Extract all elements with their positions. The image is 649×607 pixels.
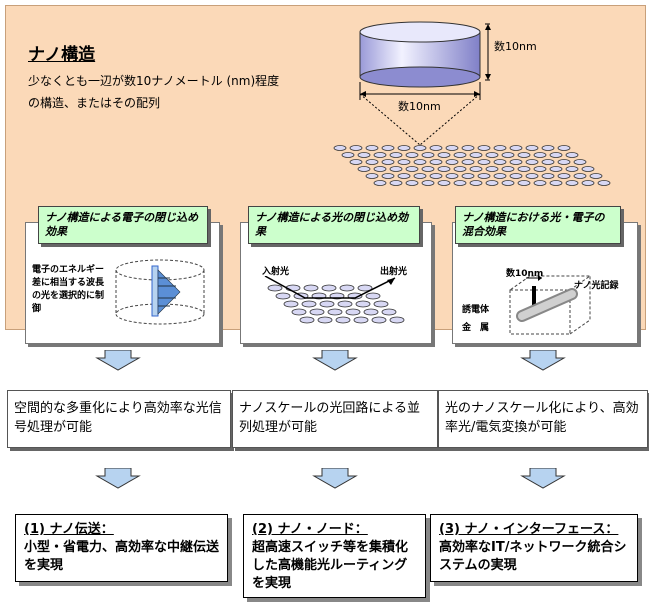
dielectric-label: 誘電体 — [462, 305, 490, 315]
final-description: 小型・省電力、高効率な中継伝送を実現 — [24, 540, 220, 573]
nano-structure-definition: 少なくとも一辺が数10ナノメートル (nm)程度の構造、またはその配列 — [28, 74, 280, 110]
final-heading: (3) ナノ・インターフェース： — [439, 522, 619, 537]
result-box-3: 光のナノスケール化により、高効率光/電気変換が可能 — [438, 390, 648, 448]
nano-optical-recording-label: ナノ光記録 — [574, 281, 619, 291]
section-heading-mixing: ナノ構造における光・電子の混合効果 — [455, 206, 621, 244]
down-arrow-icon — [95, 350, 141, 371]
incident-light-label: 入射光 — [262, 267, 290, 277]
final-box-nano-interface: (3) ナノ・インターフェース： 高効率なIT/ネットワーク統合システムの実現 — [430, 514, 638, 582]
light-confinement-array — [264, 276, 405, 324]
electron-confinement-illustration — [115, 259, 205, 325]
page-title: ナノ構造 — [28, 45, 96, 65]
final-description: 高効率なIT/ネットワーク統合システムの実現 — [439, 540, 627, 573]
final-box-nano-transmission: (1) ナノ伝送： 小型・省電力、高効率な中継伝送を実現 — [15, 514, 228, 582]
size-dimension-label: 数10nm — [506, 269, 544, 279]
nano-optical-recording-illustration — [508, 275, 592, 335]
final-heading: (1) ナノ伝送： — [24, 522, 114, 537]
section-heading-electron: ナノ構造による電子の閉じ込め効果 — [38, 206, 208, 244]
outgoing-light-label: 出射光 — [380, 267, 408, 277]
final-box-nano-node: (2) ナノ・ノード： 超高速スイッチ等を集積化した高機能光ルーティングを実現 — [243, 514, 426, 598]
nano-cylinder-illustration — [333, 21, 611, 186]
result-box-2: ナノスケールの光回路による並列処理が可能 — [232, 390, 438, 448]
down-arrow-icon — [520, 468, 566, 489]
final-description: 超高速スイッチ等を集積化した高機能光ルーティングを実現 — [252, 540, 409, 591]
width-dimension-label: 数10nm — [398, 100, 441, 113]
electron-energy-note: 電子のエネルギー差に相当する波長の光を選択的に制御 — [32, 265, 105, 314]
final-heading: (2) ナノ・ノード： — [252, 522, 368, 537]
down-arrow-icon — [312, 350, 358, 371]
down-arrow-icon — [95, 468, 141, 489]
down-arrow-icon — [520, 350, 566, 371]
down-arrow-icon — [312, 468, 358, 489]
height-dimension-label: 数10nm — [494, 40, 537, 53]
metal-label: 金 属 — [462, 323, 490, 333]
section-heading-light: ナノ構造による光の閉じ込め効果 — [248, 206, 420, 244]
result-box-1: 空間的な多重化により高効率な光信号処理が可能 — [7, 390, 231, 448]
